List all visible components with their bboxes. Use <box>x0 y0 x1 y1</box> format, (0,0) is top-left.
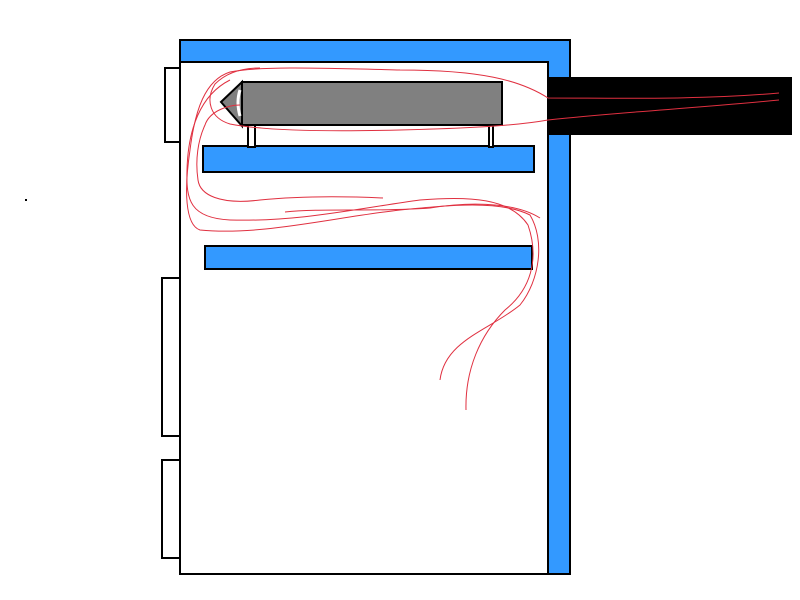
device-leg-right <box>488 123 494 148</box>
shelf-lower <box>204 245 533 270</box>
side-tab-bottom <box>161 459 181 559</box>
red-wires <box>186 67 780 411</box>
gray-device-body <box>241 81 503 126</box>
shelf-upper <box>202 145 535 173</box>
stray-dot <box>25 199 27 201</box>
side-tab-top <box>164 67 181 143</box>
side-tab-middle <box>161 277 181 437</box>
black-cable <box>548 77 792 135</box>
device-highlight <box>236 89 242 117</box>
